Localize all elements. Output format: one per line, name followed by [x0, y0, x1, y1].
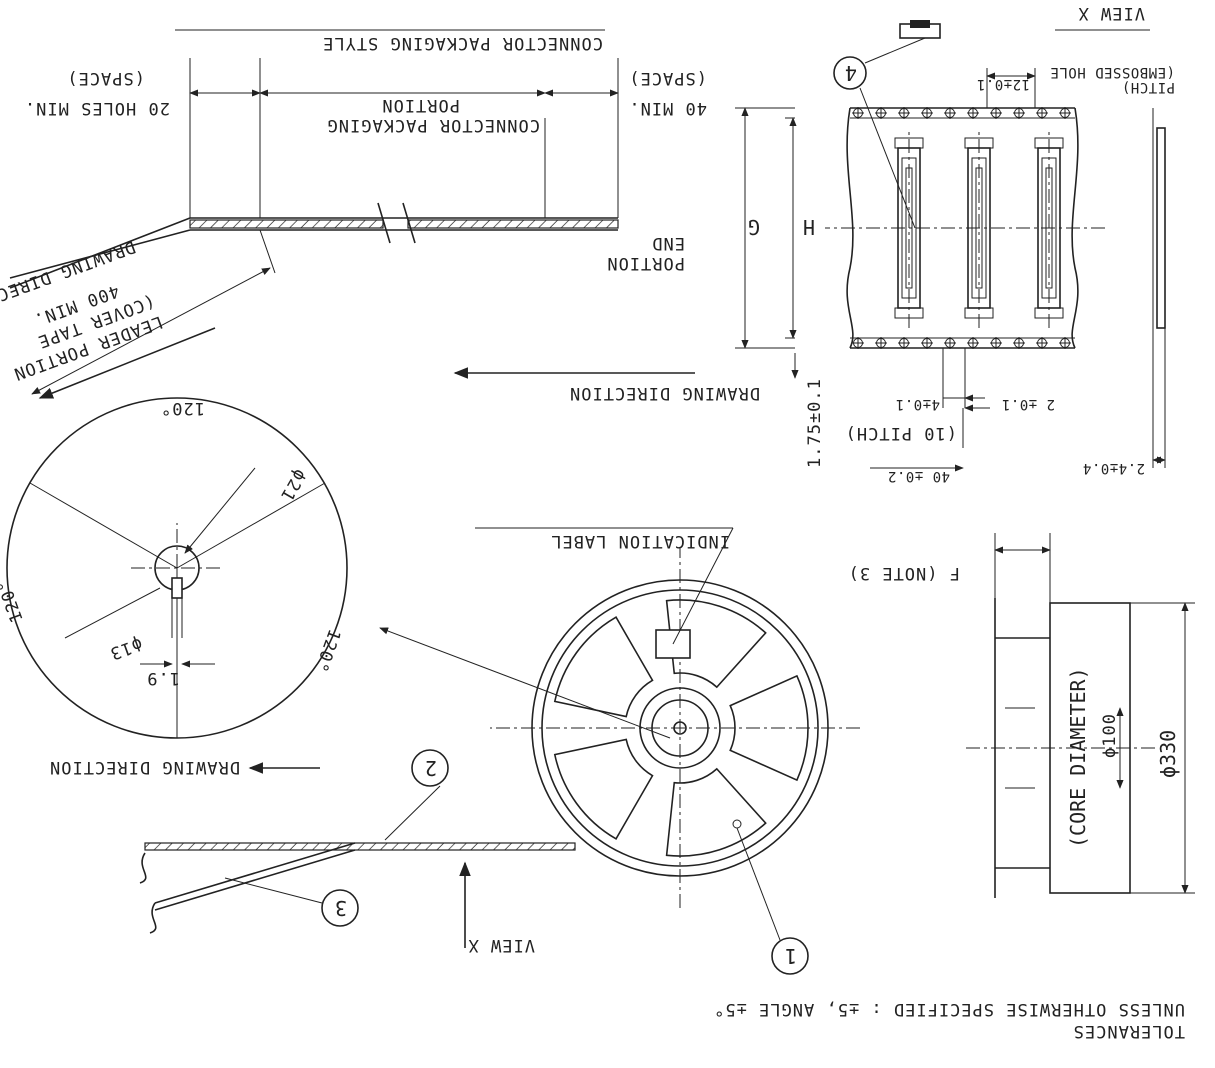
dim-2-label: 2 ±0.1 — [1001, 396, 1055, 412]
space-right-label: (SPACE) — [628, 68, 707, 88]
callout-2-text: 2 — [425, 756, 437, 780]
f-note-label: F (NOTE 3) — [848, 563, 960, 583]
tolerances-title: TOLERANCES — [1073, 1021, 1185, 1041]
g-label: G — [748, 215, 760, 239]
connector-portion-label-2: PORTION — [381, 95, 460, 115]
reel-window — [729, 674, 809, 782]
callout-4 — [833, 56, 867, 90]
reel-view: INDICATION LABEL 2 3 1 VIEW X DRAWING DI… — [49, 527, 860, 975]
dim-4-label: 4±0.1 — [895, 396, 940, 412]
tolerance-note: TOLERANCES UNLESS OTHERWISE SPECIFIED : … — [713, 999, 1185, 1041]
callout-1 — [771, 937, 809, 975]
embossed-hole-label: (EMBOSSED HOLE — [1050, 64, 1175, 80]
sprocket-holes — [852, 107, 1071, 349]
dim-24-label: 2.4±0.4 — [1082, 460, 1145, 476]
connector-portion-label: CONNECTOR PACKAGING — [327, 115, 540, 135]
callout-3 — [321, 889, 359, 927]
drawing-direction-label-3: DRAWING DIRECTION — [49, 757, 240, 777]
reel-window — [553, 738, 654, 840]
reel-side-section: (CORE DIAMETER) ϕ100 ϕ330 F (NOTE 3) — [848, 533, 1195, 898]
hub-notch-top — [171, 577, 183, 599]
angle-120-a: 120° — [160, 398, 205, 418]
view-x-arrow-label: VIEW X — [468, 935, 535, 955]
drawing-direction-label-2: DRAWING DIRECTION — [569, 383, 760, 403]
reel-window — [665, 599, 767, 689]
angle-120-c: 120° — [0, 576, 28, 625]
core-diameter-label: (CORE DIAMETER) — [1066, 667, 1090, 848]
hub-detail-view: 120° 120° 120° ϕ21 ϕ13 1.9 — [0, 397, 348, 739]
ten-pitch-label: (10 PITCH) — [845, 423, 957, 443]
h-label: H — [803, 215, 815, 239]
angle-120-b: 120° — [310, 626, 344, 675]
phi330-label: ϕ330 — [1156, 730, 1180, 778]
dim-40-label: 40 ±0.2 — [887, 468, 950, 484]
indication-label-box — [655, 629, 691, 659]
phi13-label: ϕ13 — [107, 633, 146, 663]
phi100-label: ϕ100 — [1100, 713, 1120, 758]
callout-4-text: 4 — [845, 61, 857, 85]
indication-label-text: INDICATION LABEL — [550, 531, 730, 551]
reel-window — [665, 767, 767, 857]
pitch-label: PITCH) — [1121, 79, 1175, 95]
side-profile — [1156, 127, 1166, 329]
end-label: END — [651, 233, 685, 253]
reel-window — [553, 616, 654, 718]
tape-packaging-style: CONNECTOR PACKAGING STYLE (SPACE) 40 MIN… — [0, 29, 707, 399]
packaging-style-title: CONNECTOR PACKAGING STYLE — [322, 33, 603, 53]
end-label-2: PORTION — [606, 253, 685, 273]
view-x-connector-body — [910, 20, 930, 28]
holes-min-label: 20 HOLES MIN. — [24, 98, 170, 118]
end-min-label: 40 MIN. — [628, 98, 707, 118]
callout-2 — [411, 749, 449, 787]
space-left-label: (SPACE) — [66, 68, 145, 88]
callout-3-text: 3 — [335, 896, 347, 920]
dim-175-label: 1.75±0.1 — [805, 378, 825, 468]
embossed-tape-view: VIEW X (EMBOSSED HOLE PITCH) G H 12±0. — [453, 3, 1175, 484]
callout-1-text: 1 — [785, 944, 797, 968]
view-x-label: VIEW X — [1078, 3, 1145, 23]
dim-12-label: 12±0.1 — [976, 76, 1030, 92]
tolerances-text: UNLESS OTHERWISE SPECIFIED : ±5, ANGLE ±… — [713, 999, 1185, 1019]
phi21-label: ϕ21 — [276, 466, 310, 505]
dim-19-label: 1.9 — [146, 668, 180, 688]
